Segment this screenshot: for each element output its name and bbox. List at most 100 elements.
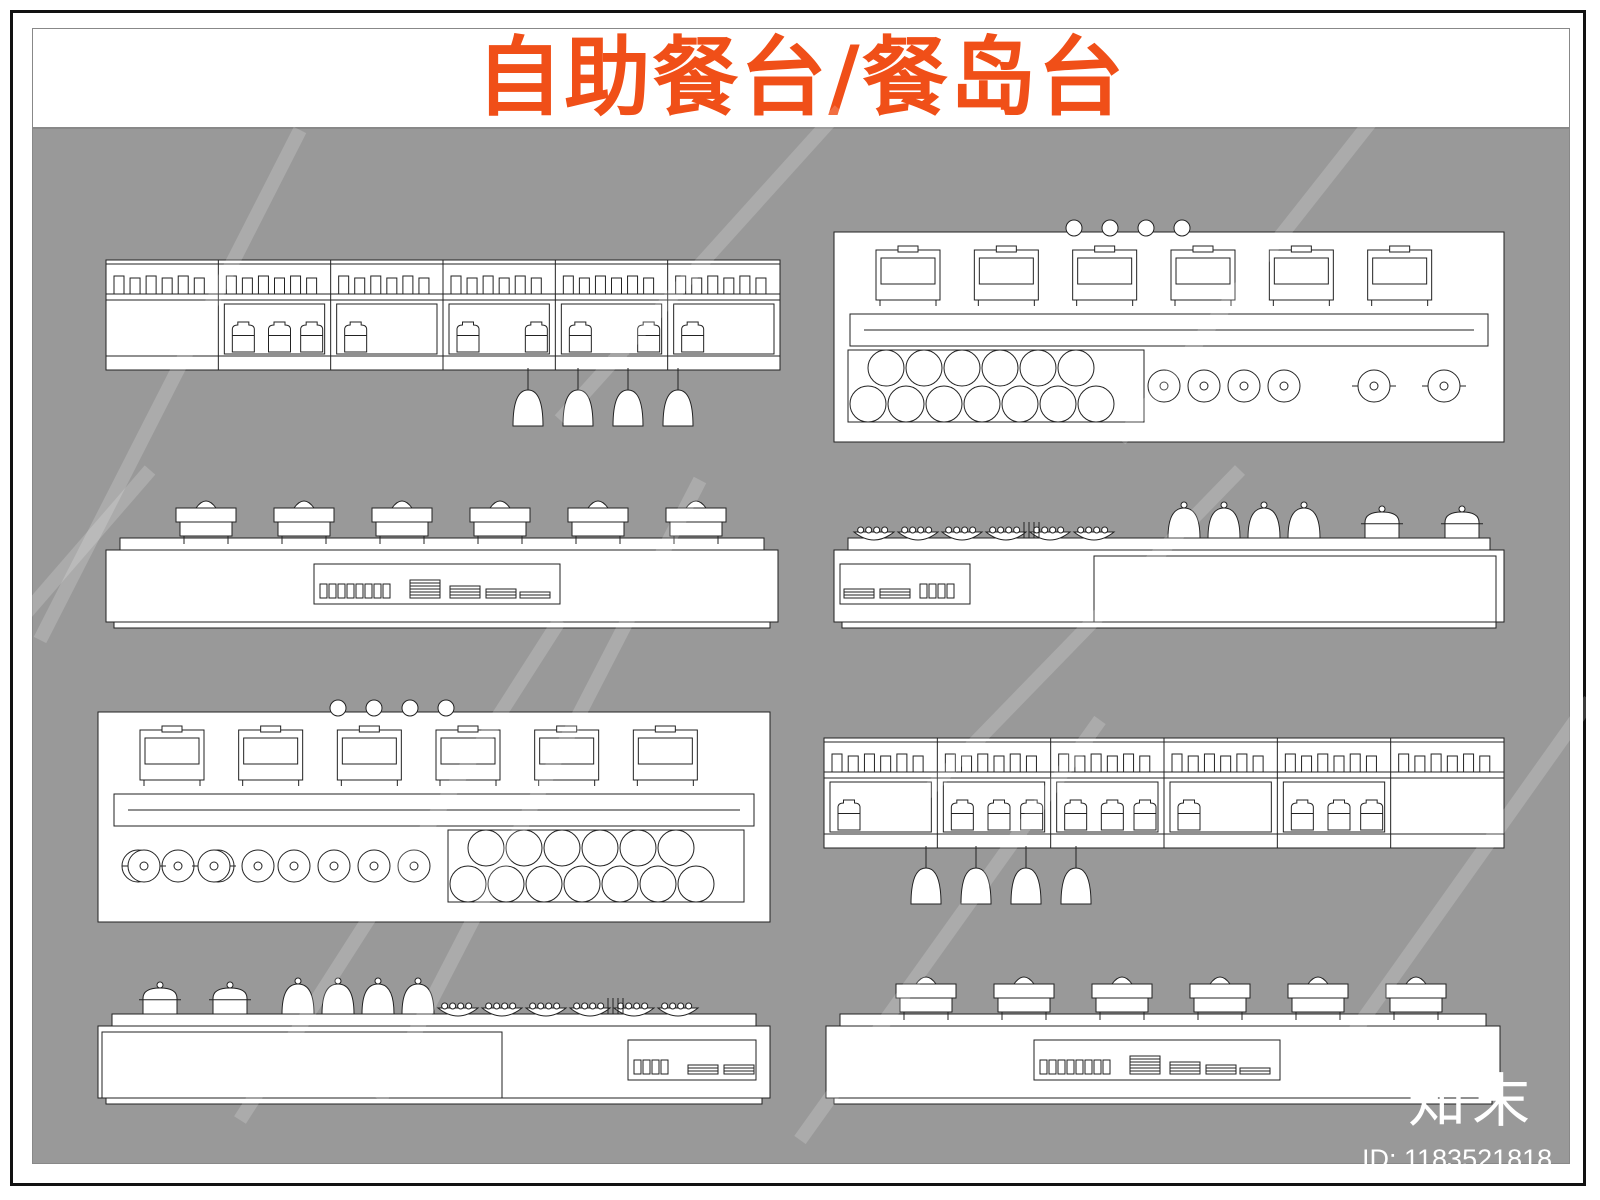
cloche-knob bbox=[294, 977, 302, 985]
bottle bbox=[113, 275, 125, 295]
jar bbox=[568, 321, 592, 353]
cup bbox=[937, 583, 946, 599]
food-item bbox=[493, 1002, 501, 1010]
bottle bbox=[739, 275, 751, 295]
chafing-side-pan bbox=[1389, 997, 1443, 1013]
cloche-knob bbox=[334, 977, 342, 985]
bottle bbox=[225, 275, 237, 295]
pot-knob bbox=[156, 981, 164, 989]
jar bbox=[231, 321, 255, 353]
chafing-dish-lid bbox=[880, 257, 936, 285]
bottle bbox=[847, 755, 859, 773]
chafing-side-lid bbox=[469, 507, 531, 523]
food-plate bbox=[1001, 385, 1039, 423]
brand-logo: 知末 bbox=[1408, 1067, 1537, 1135]
plate bbox=[843, 588, 875, 593]
chafing-dish-handle bbox=[1094, 245, 1116, 253]
bottle bbox=[691, 277, 703, 295]
pot-top-knob bbox=[139, 861, 149, 871]
cup bbox=[337, 583, 346, 599]
cup bbox=[1066, 1059, 1075, 1075]
food-item bbox=[901, 526, 909, 534]
chafing-dish-handle bbox=[161, 725, 183, 733]
jar bbox=[456, 321, 480, 353]
top-edge-bowl bbox=[365, 699, 383, 717]
top-edge-bowl bbox=[329, 699, 347, 717]
food-item bbox=[857, 526, 865, 534]
bottle bbox=[1463, 753, 1475, 773]
chafing-dish-lid bbox=[1372, 257, 1428, 285]
bottle bbox=[1171, 753, 1183, 773]
bottle bbox=[1398, 753, 1410, 773]
jar bbox=[1100, 799, 1124, 831]
food-display-grid bbox=[447, 829, 745, 903]
food-plate bbox=[1077, 385, 1115, 423]
chafing-dish-lid bbox=[637, 737, 693, 765]
chafing-dish-handle bbox=[1389, 245, 1411, 253]
bottle bbox=[993, 755, 1005, 773]
bottle bbox=[1025, 755, 1037, 773]
food-plate bbox=[981, 349, 1019, 387]
watermark-stripe bbox=[894, 465, 1246, 825]
bottle bbox=[643, 277, 655, 295]
jar bbox=[1177, 799, 1201, 831]
chafing-side-pan bbox=[179, 521, 233, 537]
watermark-stripe bbox=[33, 126, 307, 644]
jar bbox=[344, 321, 368, 353]
counter-base bbox=[105, 1097, 763, 1105]
bottle bbox=[530, 277, 542, 295]
pot-top-knob bbox=[209, 861, 219, 871]
shelving-unit bbox=[823, 737, 1505, 905]
food-item bbox=[1049, 526, 1057, 534]
food-item bbox=[873, 526, 881, 534]
cup bbox=[1093, 1059, 1102, 1075]
round-plate-center bbox=[253, 861, 263, 871]
food-item bbox=[997, 526, 1005, 534]
chafing-dish-handle bbox=[995, 245, 1017, 253]
bottle bbox=[707, 275, 719, 295]
round-plate-center bbox=[329, 861, 339, 871]
food-item bbox=[485, 1002, 493, 1010]
chafing-side-dome bbox=[685, 500, 707, 509]
jar bbox=[637, 321, 661, 353]
food-plate bbox=[525, 865, 563, 903]
plate bbox=[409, 579, 441, 584]
bottle bbox=[1139, 755, 1151, 773]
jar bbox=[1064, 799, 1088, 831]
bottle bbox=[880, 755, 892, 773]
food-plate bbox=[581, 829, 619, 867]
food-plate bbox=[657, 829, 695, 867]
watermark-overlay bbox=[14, 105, 1596, 1145]
watermark-stripe bbox=[1314, 695, 1596, 1085]
food-plate bbox=[563, 865, 601, 903]
food-plate bbox=[505, 829, 543, 867]
pendant-lamp bbox=[612, 389, 644, 427]
food-plate bbox=[1039, 385, 1077, 423]
bottle bbox=[274, 277, 285, 295]
chafing-dish-lid bbox=[440, 737, 496, 765]
cup bbox=[382, 583, 391, 599]
food-item bbox=[1013, 526, 1021, 534]
counter-top-back bbox=[111, 1013, 757, 1027]
chafing-dish-handle bbox=[1192, 245, 1214, 253]
food-item bbox=[909, 526, 917, 534]
jar bbox=[300, 321, 324, 353]
cloche bbox=[1287, 507, 1321, 539]
chafing-side-dome bbox=[1307, 976, 1329, 985]
bottle bbox=[578, 277, 590, 295]
chafing-dish-handle bbox=[1290, 245, 1312, 253]
food-plate bbox=[467, 829, 505, 867]
food-item bbox=[953, 526, 961, 534]
chafing-side-lid bbox=[993, 983, 1055, 999]
pendant-lamp bbox=[960, 867, 992, 905]
plate bbox=[449, 585, 481, 590]
food-plate bbox=[905, 349, 943, 387]
chafing-dish-lid bbox=[1077, 257, 1133, 285]
plate bbox=[1169, 1061, 1201, 1066]
plate bbox=[485, 588, 517, 593]
bottle bbox=[338, 275, 350, 295]
bottle bbox=[1446, 755, 1458, 773]
chafing-side-dome bbox=[489, 500, 511, 509]
food-item bbox=[661, 1002, 669, 1010]
cup bbox=[319, 583, 328, 599]
